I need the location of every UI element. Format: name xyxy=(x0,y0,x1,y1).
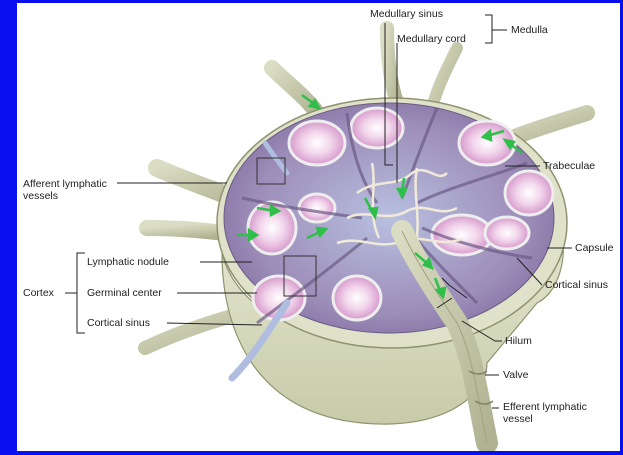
label-germinal-center: Germinal center xyxy=(87,287,162,299)
label-valve: Valve xyxy=(503,369,529,381)
label-efferent-lymphatic-vessel: Efferent lymphatic vessel xyxy=(503,401,598,425)
label-cortex: Cortex xyxy=(23,287,54,299)
figure-panel: Medullary sinus Medullary cord Medulla T… xyxy=(17,3,620,451)
label-lymphatic-nodule: Lymphatic nodule xyxy=(87,256,169,268)
label-hilum: Hilum xyxy=(505,335,532,347)
label-medullary-cord: Medullary cord xyxy=(397,33,466,45)
label-medullary-sinus: Medullary sinus xyxy=(370,8,443,20)
label-cortical-sinus-left: Cortical sinus xyxy=(87,317,150,329)
label-afferent-lymphatic-vessels: Afferent lymphatic vessels xyxy=(23,178,123,202)
lymph-node-diagram xyxy=(17,3,620,451)
label-capsule: Capsule xyxy=(575,242,614,254)
label-medulla: Medulla xyxy=(511,24,548,36)
label-cortical-sinus-right: Cortical sinus xyxy=(545,279,608,291)
label-trabeculae: Trabeculae xyxy=(543,160,595,172)
